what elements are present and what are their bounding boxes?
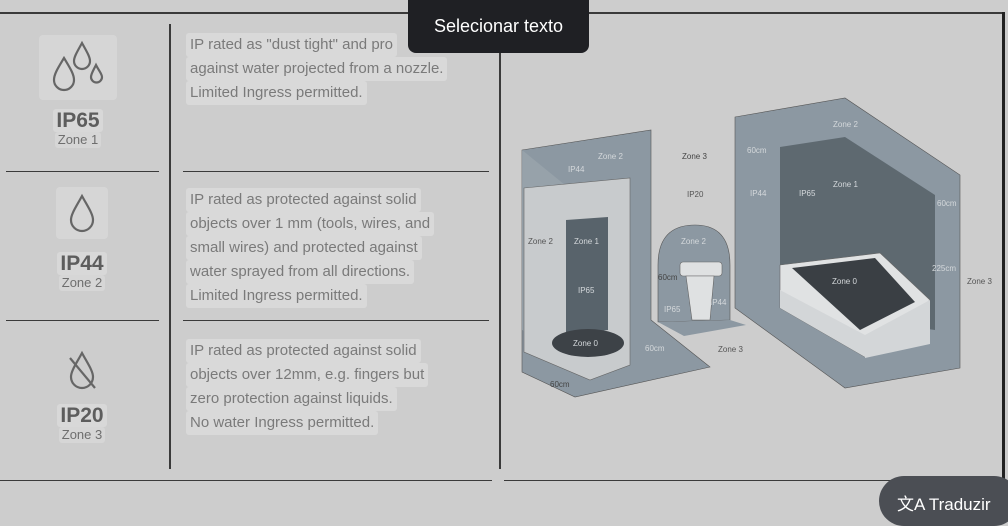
description-line: objects over 1 mm (tools, wires, and [186, 212, 435, 236]
zone-label: Zone 1 [574, 237, 599, 246]
ip65-badge: IP65 Zone 1 [23, 35, 133, 148]
description-line: IP rated as protected against solid [186, 339, 421, 363]
zone-label: Zone 2 [528, 237, 553, 246]
zone-label: Zone 3 [967, 277, 992, 286]
dimension-label: 60cm [937, 199, 957, 208]
dimension-label: 60cm [550, 380, 570, 389]
row-divider [6, 320, 159, 321]
description-line: Limited Ingress permitted. [186, 284, 367, 308]
bathroom-zones-diagram: Zone 2 IP44 Zone 2 Zone 1 IP65 Zone 0 60… [521, 97, 992, 398]
description-line: water sprayed from all directions. [186, 260, 415, 284]
tooltip-label: Selecionar texto [433, 16, 564, 36]
description-line: against water projected from a nozzle. [186, 57, 448, 81]
zone-label: Zone 2 [598, 152, 623, 161]
zone-label: Zone 2 [58, 275, 106, 291]
zone-label: Zone 3 [718, 345, 743, 354]
ip-label: IP65 [578, 286, 595, 295]
zone-label: Zone 0 [832, 277, 857, 286]
ip-label: IP65 [664, 305, 681, 314]
description-line: IP rated as protected against solid [186, 188, 421, 212]
row-divider [183, 171, 489, 172]
zone-label: Zone 0 [573, 339, 598, 348]
column-divider [169, 24, 171, 469]
diagram-labels: Zone 2 IP44 Zone 2 Zone 1 IP65 Zone 0 60… [528, 120, 992, 389]
description-line: Limited Ingress permitted. [186, 81, 367, 105]
right-border [1002, 12, 1005, 487]
zone-label: Zone 2 [833, 120, 858, 129]
ip-code: IP65 [53, 109, 103, 132]
bottom-rule [504, 480, 1004, 481]
ip-label: IP44 [750, 189, 767, 198]
ip-label: IP44 [710, 298, 727, 307]
row-divider [6, 171, 159, 172]
basin-area [657, 224, 746, 336]
ip-code: IP44 [57, 252, 107, 275]
bath-area [734, 97, 961, 389]
dimension-label: 60cm [658, 273, 678, 282]
ip20-badge: IP20 Zone 3 [27, 345, 137, 443]
ip-code: IP20 [57, 404, 107, 427]
dimension-label: 60cm [747, 146, 767, 155]
ip-label: IP44 [568, 165, 585, 174]
ip65-description: IP rated as "dust tight" and pro against… [186, 33, 448, 105]
description-line: IP rated as "dust tight" and pro [186, 33, 397, 57]
ip44-badge: IP44 Zone 2 [27, 187, 137, 291]
row-divider [183, 320, 489, 321]
three-drops-icon [39, 35, 117, 100]
no-drop-icon [56, 345, 108, 395]
zone-label: Zone 3 [682, 152, 707, 161]
translate-button[interactable]: 文A Traduzir [879, 476, 1008, 526]
ip44-description: IP rated as protected against solid obje… [186, 188, 435, 308]
bottom-rule [0, 480, 492, 481]
ip-label: IP20 [687, 190, 704, 199]
description-line: small wires) and protected against [186, 236, 422, 260]
zone-label: Zone 3 [58, 427, 106, 443]
zone-label: Zone 2 [681, 237, 706, 246]
zone-label: Zone 1 [54, 132, 102, 148]
description-line: No water Ingress permitted. [186, 411, 379, 435]
dimension-label: 225cm [932, 264, 956, 273]
ip-label: IP65 [799, 189, 816, 198]
drop-icon [56, 187, 108, 239]
description-line: objects over 12mm, e.g. fingers but [186, 363, 429, 387]
description-line: zero protection against liquids. [186, 387, 397, 411]
zone-label: Zone 1 [833, 180, 858, 189]
select-text-tooltip[interactable]: Selecionar texto [408, 0, 589, 53]
column-divider [499, 24, 501, 469]
dimension-label: 60cm [645, 344, 665, 353]
shower-area [521, 129, 711, 398]
ip20-description: IP rated as protected against solid obje… [186, 339, 429, 435]
